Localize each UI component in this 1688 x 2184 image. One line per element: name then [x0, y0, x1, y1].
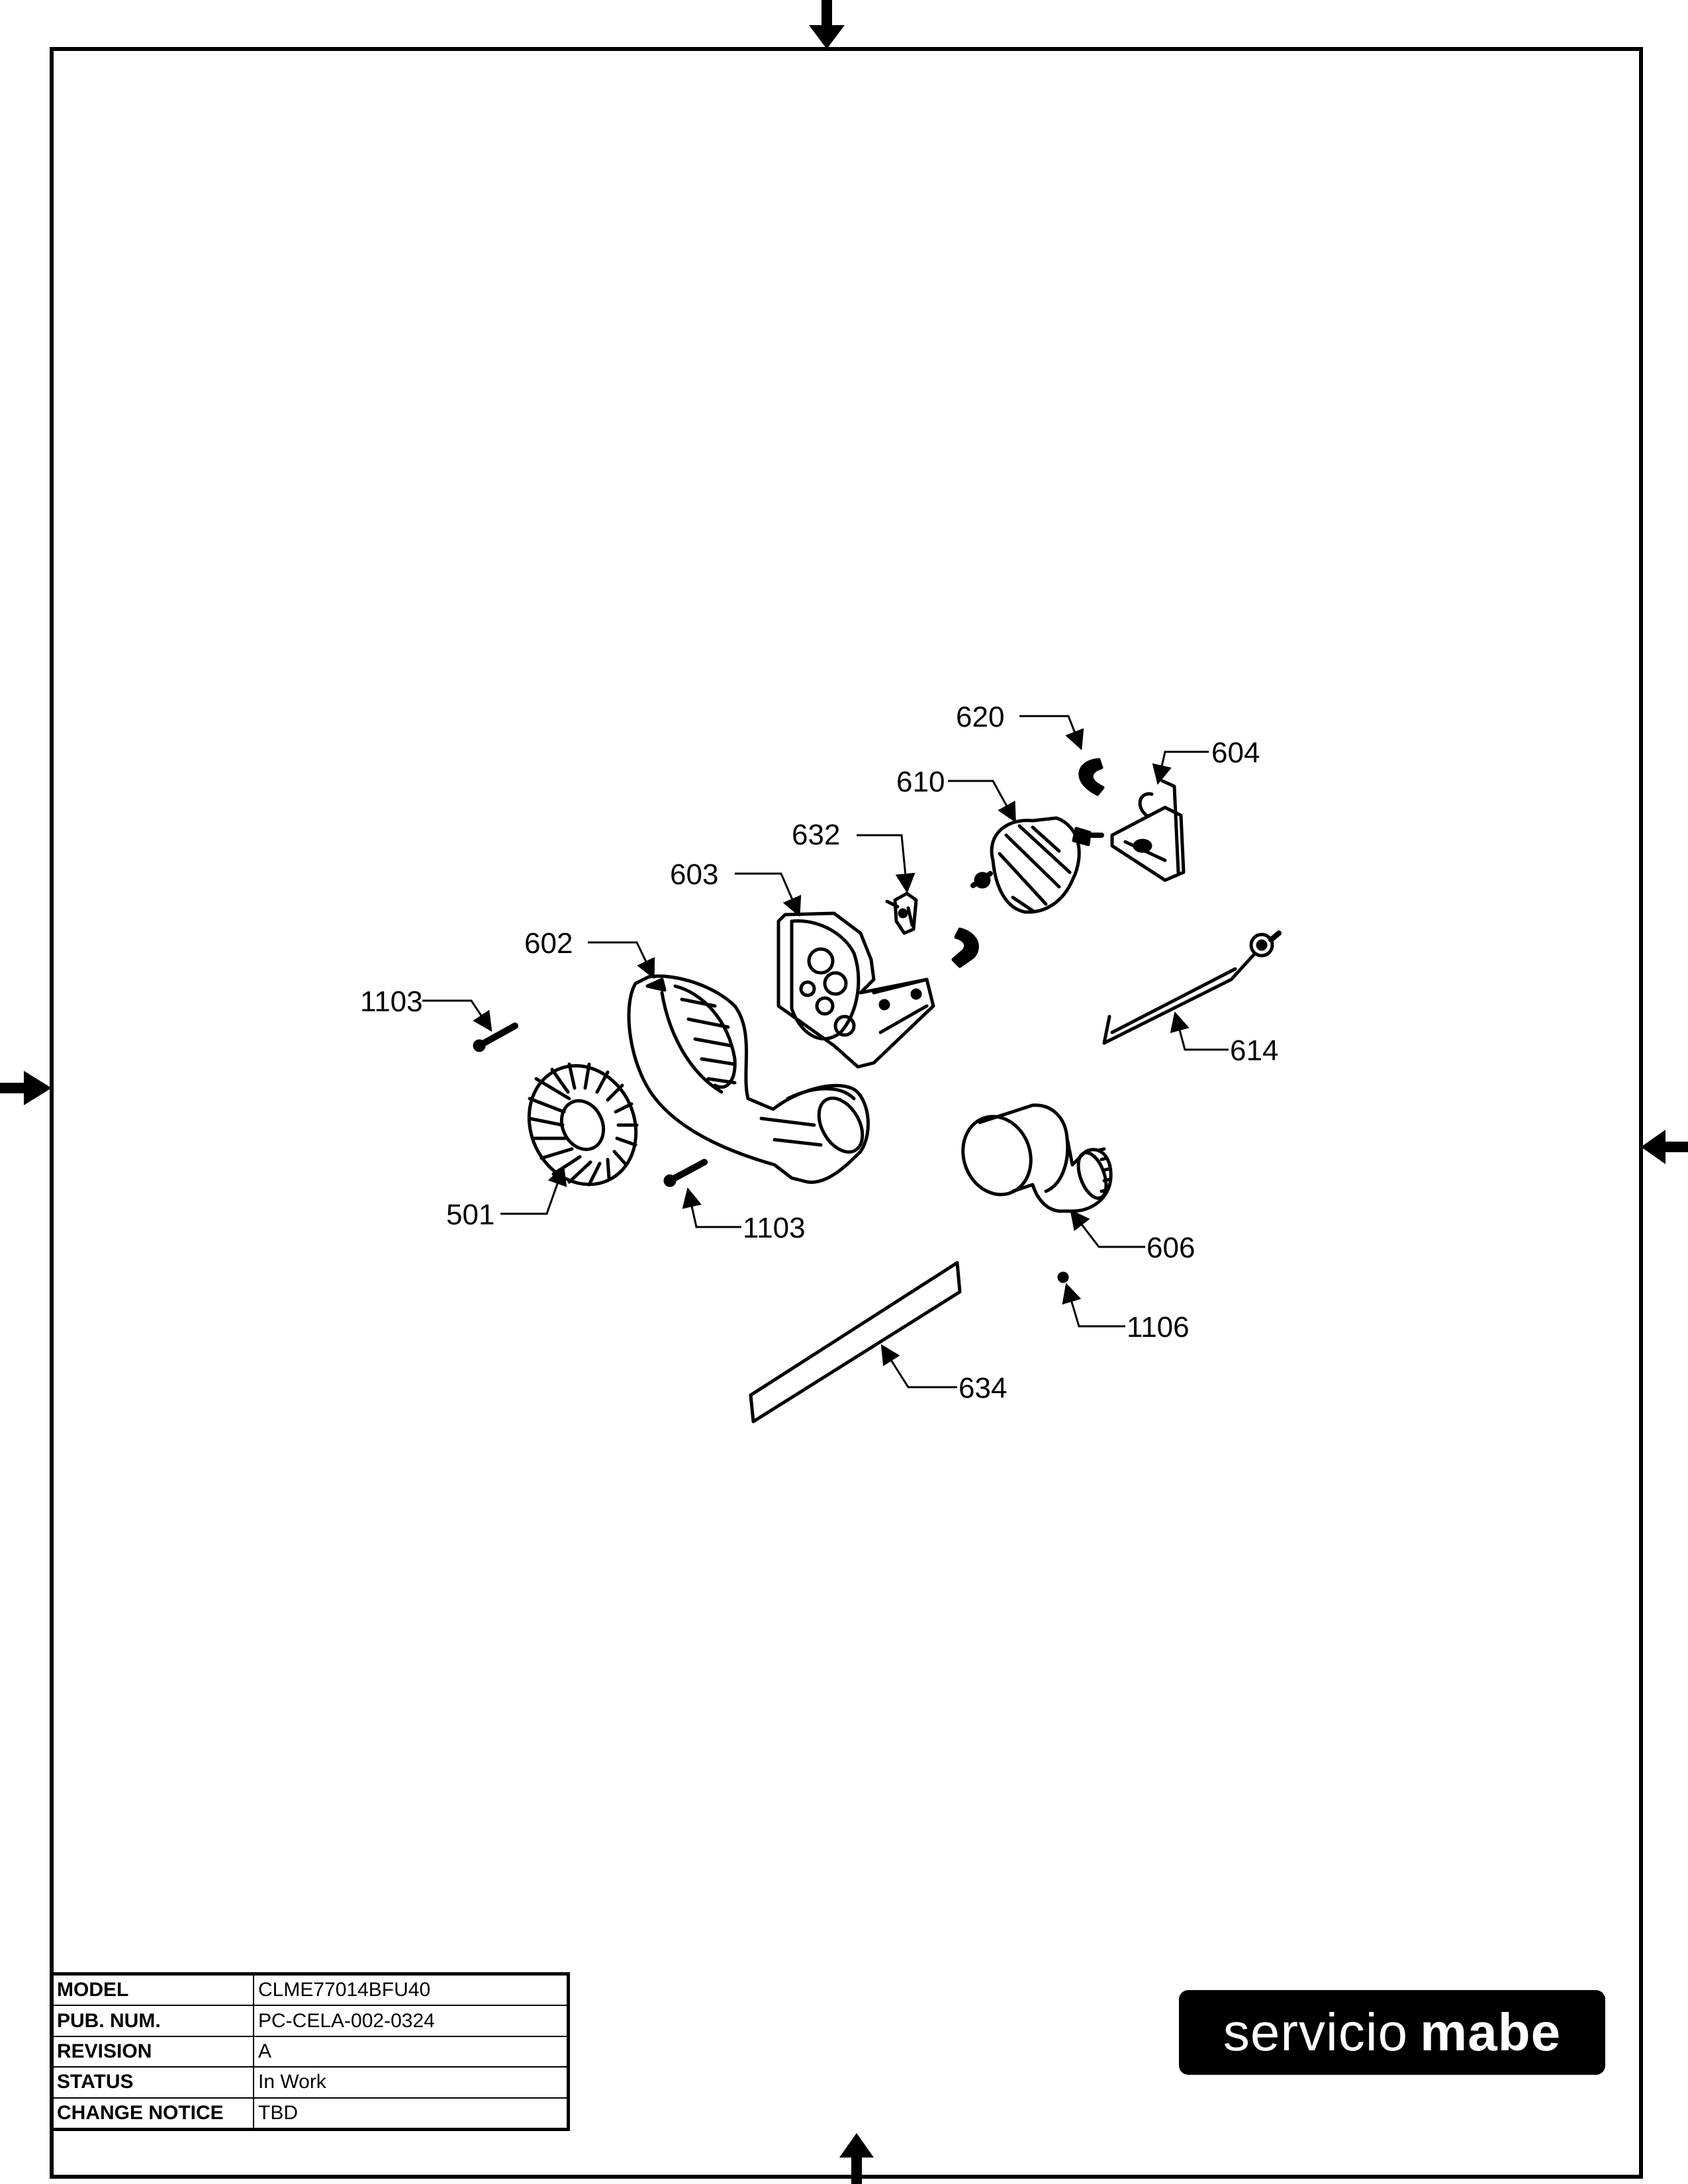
- title-block: MODEL CLME77014BFU40 PUB. NUM. PC-CELA-0…: [50, 1972, 570, 2131]
- callout-610: 610: [896, 766, 945, 798]
- change-notice-label: CHANGE NOTICE: [52, 2097, 254, 2130]
- callout-632: 632: [792, 819, 840, 851]
- part-1103-screw-upper: [476, 1023, 518, 1049]
- callout-602: 602: [524, 927, 573, 960]
- part-hose-elbow: [951, 927, 979, 968]
- leader-604: [1152, 751, 1209, 785]
- pub-num-value: PC-CELA-002-0324: [253, 2005, 568, 2037]
- part-632-bracket: [885, 891, 918, 935]
- leader-606: [1070, 1209, 1145, 1248]
- leader-1106: [1062, 1283, 1125, 1328]
- leader-1103a: [422, 999, 492, 1032]
- part-1106-screw: [1057, 1271, 1069, 1283]
- center-mark-top: [809, 0, 845, 49]
- sheet-border: [50, 47, 1643, 2179]
- part-606-duct: [961, 1103, 1113, 1213]
- leader-602: [588, 941, 655, 979]
- callout-1103-lower: 1103: [743, 1212, 806, 1244]
- part-610-motor: [970, 816, 1104, 914]
- leader-620: [1019, 715, 1084, 751]
- callout-604: 604: [1211, 737, 1260, 769]
- part-634-strip: [749, 1261, 962, 1424]
- callout-606: 606: [1147, 1232, 1195, 1264]
- servicio-mabe-logo: servicio mabe: [1179, 1990, 1605, 2075]
- leader-603: [735, 872, 802, 917]
- leader-610: [948, 780, 1016, 823]
- logo-word-servicio: servicio: [1223, 2003, 1409, 2062]
- revision-label: REVISION: [52, 2035, 254, 2068]
- part-603-bulkhead: [776, 911, 935, 1069]
- part-614-rod: [1102, 931, 1282, 1045]
- status-value: In Work: [253, 2066, 568, 2099]
- callout-501: 501: [446, 1199, 494, 1231]
- part-602-blower-housing: [627, 974, 870, 1184]
- callout-603: 603: [670, 858, 718, 891]
- part-1103-screw-lower: [667, 1159, 708, 1184]
- revision-value: A: [253, 2035, 568, 2068]
- leader-614: [1170, 1011, 1229, 1051]
- model-value: CLME77014BFU40: [253, 1974, 568, 2007]
- leader-632: [857, 834, 915, 893]
- part-620-clip: [1078, 758, 1105, 796]
- callout-1106: 1106: [1127, 1311, 1190, 1343]
- title-row-revision: REVISION A: [52, 2035, 568, 2068]
- center-mark-left: [0, 1071, 52, 1105]
- callout-620: 620: [956, 701, 1004, 733]
- change-notice-value: TBD: [253, 2097, 568, 2130]
- leader-634: [880, 1343, 957, 1388]
- title-row-model: MODEL CLME77014BFU40: [52, 1974, 568, 2007]
- model-label: MODEL: [52, 1974, 254, 2007]
- callout-614: 614: [1230, 1034, 1278, 1067]
- logo-word-mabe: mabe: [1420, 2003, 1562, 2062]
- status-label: STATUS: [52, 2066, 254, 2099]
- part-604-bracket: [1110, 779, 1186, 882]
- leader-1103b: [682, 1187, 741, 1228]
- pub-num-label: PUB. NUM.: [52, 2005, 254, 2037]
- title-row-pub-num: PUB. NUM. PC-CELA-002-0324: [52, 2005, 568, 2037]
- callout-1103-upper: 1103: [360, 985, 423, 1018]
- callout-634: 634: [959, 1372, 1007, 1404]
- center-mark-bottom: [839, 2133, 874, 2184]
- title-row-status: STATUS In Work: [52, 2066, 568, 2099]
- center-mark-right: [1641, 1130, 1688, 1164]
- title-block-table: MODEL CLME77014BFU40 PUB. NUM. PC-CELA-0…: [52, 1974, 568, 2130]
- title-row-change-notice: CHANGE NOTICE TBD: [52, 2097, 568, 2130]
- leader-501: [500, 1165, 567, 1215]
- part-501-blower-wheel: [527, 1062, 639, 1187]
